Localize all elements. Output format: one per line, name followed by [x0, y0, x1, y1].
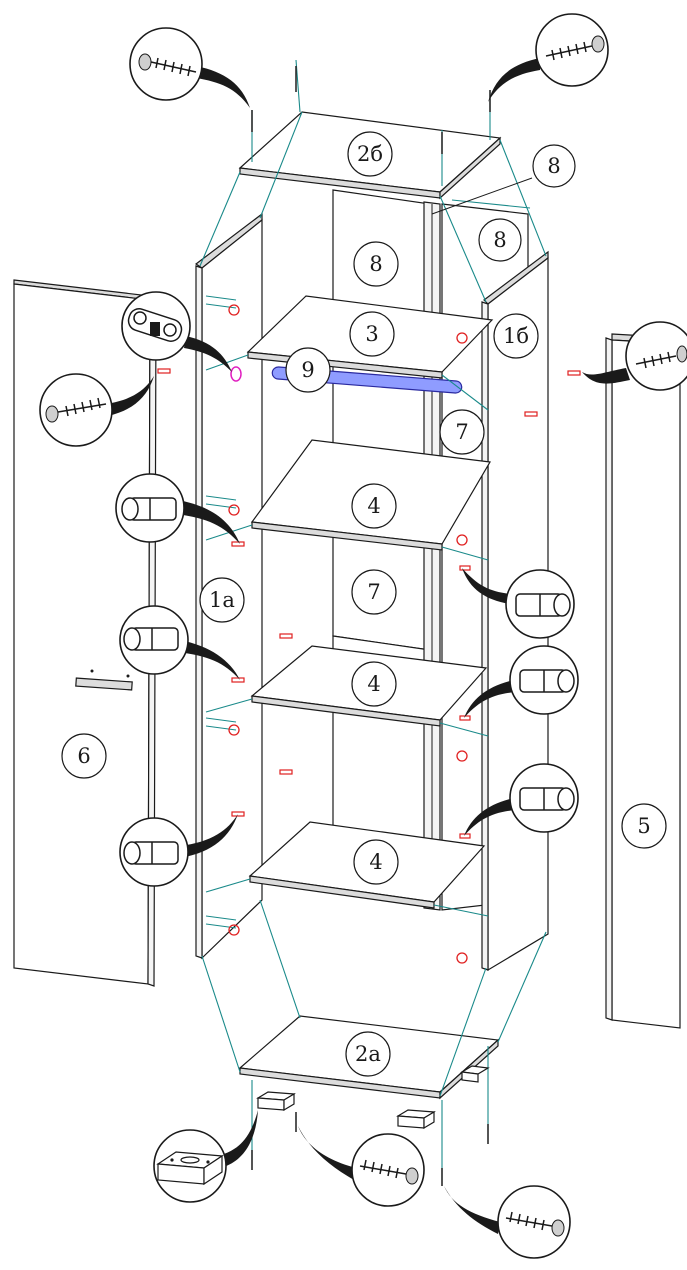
part-label-9-text: 9	[301, 358, 314, 382]
part-label-2b-text: 2б	[357, 142, 383, 166]
assembly-guide-lines	[199, 59, 547, 1180]
part-label-4-upper: 4	[351, 483, 397, 529]
door-panel-5	[605, 333, 681, 1029]
part-label-7-upper: 7	[439, 409, 485, 455]
callout-dowel-left-3	[119, 814, 238, 887]
part-label-1b: 1б	[493, 313, 539, 359]
callout-screw-top-right	[488, 13, 609, 102]
support-blocks	[256, 1065, 490, 1130]
label-leader-8	[431, 177, 533, 215]
part-label-7-upper-text: 7	[455, 420, 468, 444]
screw-icon	[635, 345, 687, 369]
block-bracket-icon	[460, 1065, 490, 1083]
hinge-icon	[127, 308, 183, 342]
part-label-7-lower: 7	[351, 569, 397, 615]
dowel-markers	[157, 295, 581, 929]
callout-hinge	[121, 291, 232, 372]
screw-icon	[138, 53, 197, 77]
block-bracket-icon	[156, 1151, 224, 1186]
callout-dowel-right-3	[464, 763, 579, 836]
part-label-1a-text: 1а	[209, 588, 235, 612]
part-label-4-upper-text: 4	[367, 494, 380, 518]
part-label-7-lower-text: 7	[367, 580, 380, 604]
part-label-4-middle: 4	[351, 661, 397, 707]
part-label-2b: 2б	[347, 131, 393, 177]
part-label-3: 3	[349, 311, 395, 357]
block-bracket-icon	[396, 1109, 436, 1130]
part-label-4-lower: 4	[353, 839, 399, 885]
dowel-icon	[121, 497, 177, 521]
door-panel-6	[13, 279, 157, 987]
dowel-icon	[123, 841, 179, 865]
part-label-6-text: 6	[77, 744, 90, 768]
part-label-8-back-right-text: 8	[493, 228, 506, 252]
dowel-icon	[519, 669, 575, 693]
part-label-6: 6	[61, 733, 107, 779]
dowel-icon	[515, 593, 571, 617]
block-bracket-icon	[256, 1091, 296, 1112]
part-label-8-back-right: 8	[478, 218, 522, 262]
callout-dowel-left-1	[115, 473, 240, 544]
callout-screw-door-right	[582, 321, 687, 391]
part-label-8-back-left: 8	[353, 241, 399, 287]
screw-icon	[545, 35, 605, 61]
part-label-1a: 1а	[199, 577, 245, 623]
part-label-5: 5	[621, 803, 667, 849]
fastener-pins	[251, 66, 491, 1186]
dowel-icon	[519, 787, 575, 811]
part-label-1b-text: 1б	[503, 324, 529, 348]
callout-dowel-left-2	[119, 605, 240, 680]
part-label-2a: 2а	[345, 1031, 391, 1077]
screw-icon	[45, 397, 107, 423]
screw-icon	[505, 1211, 565, 1237]
part-label-8-back-left-text: 8	[369, 252, 382, 276]
part-label-3-text: 3	[365, 322, 378, 346]
callout-dowel-right-2	[464, 645, 579, 718]
part-label-8-top: 8	[532, 144, 576, 188]
part-label-2a-text: 2а	[355, 1042, 381, 1066]
callout-screw-bottom-right	[444, 1185, 571, 1259]
part-label-5-text: 5	[637, 814, 650, 838]
part-label-9: 9	[285, 347, 331, 393]
callout-screw-door-left	[39, 373, 154, 447]
door-handle-icon	[75, 677, 133, 691]
callout-block-bracket	[153, 1110, 258, 1203]
part-label-8-top-text: 8	[547, 154, 560, 178]
callout-screw-top-left	[129, 27, 250, 108]
callout-screw-bottom-middle	[298, 1126, 425, 1207]
callout-dowel-right-1	[462, 568, 575, 639]
part-label-4-lower-text: 4	[369, 850, 382, 874]
cam-lock-markers	[228, 304, 468, 964]
screw-icon	[359, 1159, 419, 1185]
part-label-4-middle-text: 4	[367, 672, 380, 696]
dowel-icon	[123, 627, 179, 651]
